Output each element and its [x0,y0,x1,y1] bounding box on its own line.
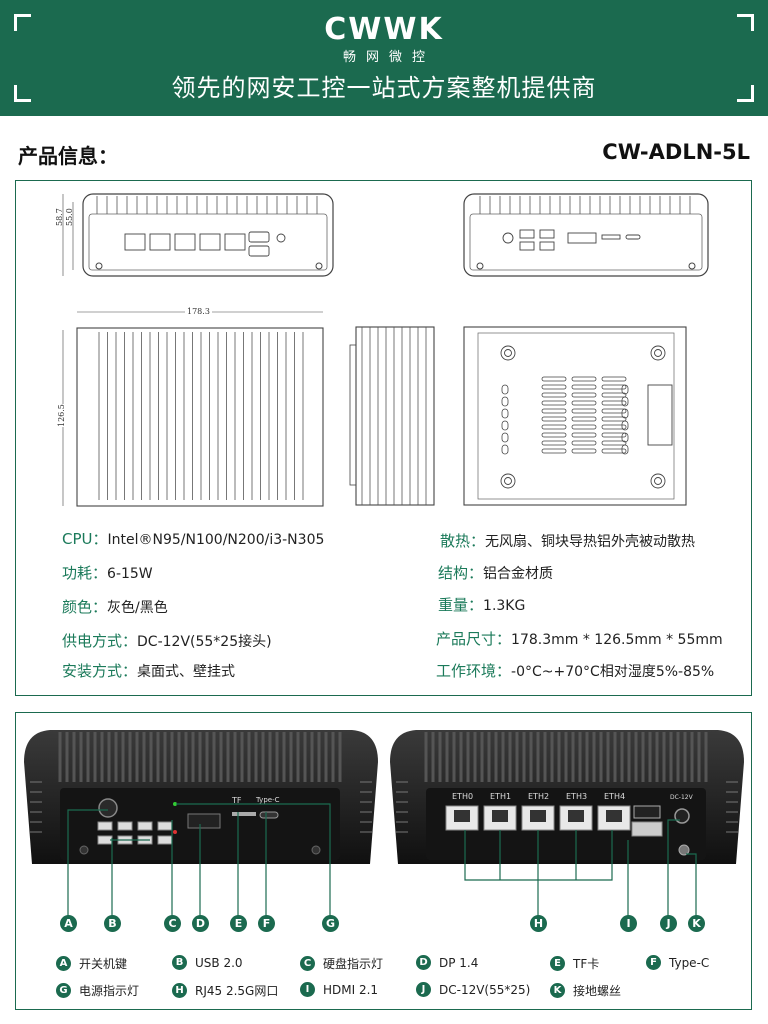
spec-weight: 重量：1.3KG [438,596,526,614]
spec-power: 功耗：6-15W [62,564,153,582]
product-info-panel [15,180,752,696]
dimension-width: 178.3 [185,307,212,316]
top-view-drawing [62,311,324,507]
side-view-drawing [349,326,435,506]
front-view-drawing [62,193,334,277]
callout-j: J [660,915,677,932]
label-dc: DC-12V [670,794,693,801]
brand-logo: CWWK [324,12,444,47]
section-title: 产品信息： [18,144,118,168]
corner-bracket [737,14,754,31]
callout-d: D [192,915,209,932]
callout-f: F [258,915,275,932]
label-eth3: ETH3 [566,792,588,801]
spec-power-supply: 供电方式：DC-12V(55*25接头) [62,632,272,650]
label-eth2: ETH2 [528,792,550,801]
bottom-view-drawing [463,326,687,506]
spec-mounting: 安装方式：桌面式、壁挂式 [62,662,236,680]
callout-b: B [104,915,121,932]
corner-bracket [14,85,31,102]
model-number: CW-ADLN-5L [602,140,750,164]
rear-view-drawing [463,193,709,277]
header-banner: CWWK 畅网微控 领先的网安工控一站式方案整机提供商 [0,0,768,116]
ports-panel [15,712,752,1010]
callout-lines [67,803,697,916]
corner-bracket [14,14,31,31]
callout-g: G [322,915,339,932]
spec-cooling: 散热：无风扇、铜块导热铝外壳被动散热 [440,532,696,550]
spec-color: 颜色：灰色/黑色 [62,598,168,616]
label-tf: TF [232,796,242,805]
callout-i: I [620,915,637,932]
label-typec: Type-C [256,796,280,804]
spec-structure: 结构：铝合金材质 [438,564,554,582]
brand-logo-cn: 畅网微控 [342,50,435,65]
callout-e: E [230,915,247,932]
spec-cpu: CPU：Intel®N95/N100/N200/i3-N305 [62,530,325,548]
spec-environment: 工作环境：-0°C~+70°C相对湿度5%-85% [436,662,715,680]
label-eth0: ETH0 [452,792,474,801]
callout-k: K [688,915,705,932]
tagline: 领先的网安工控一站式方案整机提供商 [171,74,597,102]
callout-a: A [60,915,77,932]
rear-device-photo [390,730,744,864]
callout-c: C [164,915,181,932]
callout-h: H [530,915,547,932]
dimension-height-outer: 58.7 [55,208,64,226]
corner-bracket [737,85,754,102]
label-eth1: ETH1 [490,792,512,801]
spec-size: 产品尺寸：178.3mm * 126.5mm * 55mm [436,630,723,648]
label-eth4: ETH4 [604,792,626,801]
dimension-height-inner: 55.0 [65,208,74,226]
dimension-depth: 126.5 [57,404,66,427]
